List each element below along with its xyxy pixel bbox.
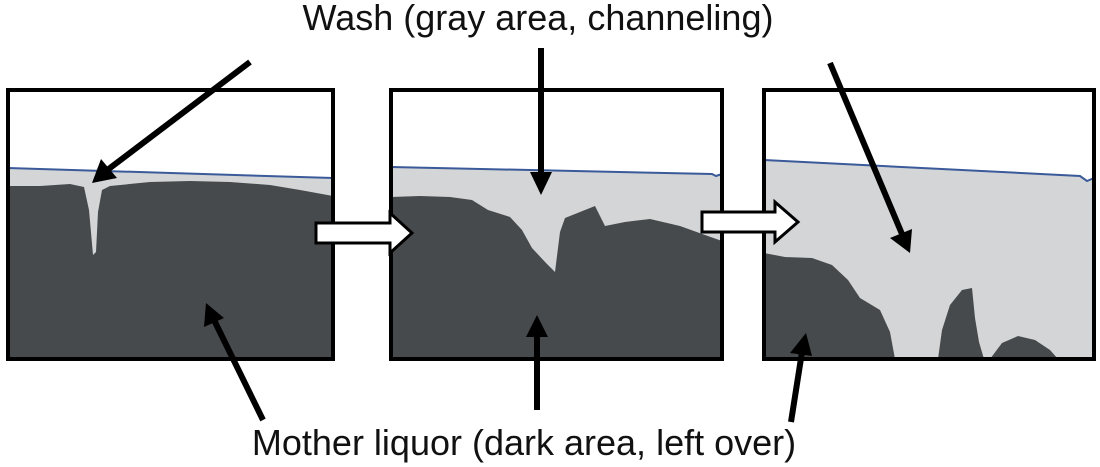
mother-liquor-arrow-3 [788,333,812,423]
mother-liquor-arrow-1 [204,303,266,422]
panel-3-mother-liquor-left [764,253,895,359]
step-arrow-2 [700,198,801,246]
panel-2-mother-liquor [391,196,722,359]
panel-1-wash-surface-line [7,167,334,179]
mother-liquor-arrow-2 [526,315,548,410]
wash-arrow-3 [827,61,912,253]
panel-1 [6,88,335,361]
panel-3-mother-liquor-spike [938,288,984,359]
wash-label: Wash (gray area, channeling) [303,0,774,38]
panel-2-wash-surface-line [390,166,723,178]
panel-2 [389,88,724,361]
step-arrow-1 [314,209,415,257]
panel-1-mother-liquor [8,181,333,359]
mother-liquor-label: Mother liquor (dark area, left over) [252,422,796,463]
wash-arrow-2 [530,48,552,195]
panel-3-mother-liquor-right [990,336,1058,359]
wash-arrow-1 [92,59,252,183]
panel-3-wash-surface-line [763,159,1095,183]
panel-3 [762,88,1096,361]
